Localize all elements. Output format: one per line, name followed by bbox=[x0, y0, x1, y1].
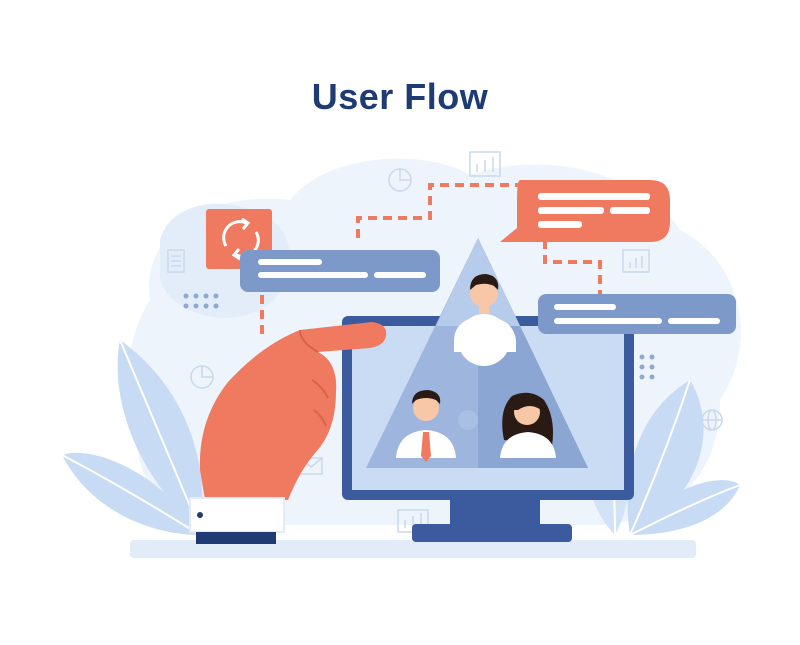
person-avatar-left bbox=[396, 390, 456, 462]
info-panel-left bbox=[240, 250, 440, 292]
pie-chart-icon bbox=[388, 168, 412, 192]
bar-chart-icon bbox=[469, 151, 501, 177]
pointing-hand bbox=[189, 322, 387, 544]
floor-platform bbox=[130, 540, 696, 558]
dots-grid-icon bbox=[639, 354, 655, 380]
dots-grid-icon bbox=[183, 293, 219, 309]
bar-chart-icon bbox=[622, 249, 650, 273]
info-panel-right bbox=[538, 294, 736, 334]
pie-chart-icon bbox=[190, 365, 214, 389]
person-avatar-right bbox=[500, 392, 556, 458]
speech-bubble bbox=[500, 180, 670, 242]
person-avatar-top bbox=[454, 274, 516, 352]
document-icon bbox=[167, 249, 185, 273]
flow-connector bbox=[260, 183, 602, 384]
page-title: User Flow bbox=[311, 76, 489, 117]
